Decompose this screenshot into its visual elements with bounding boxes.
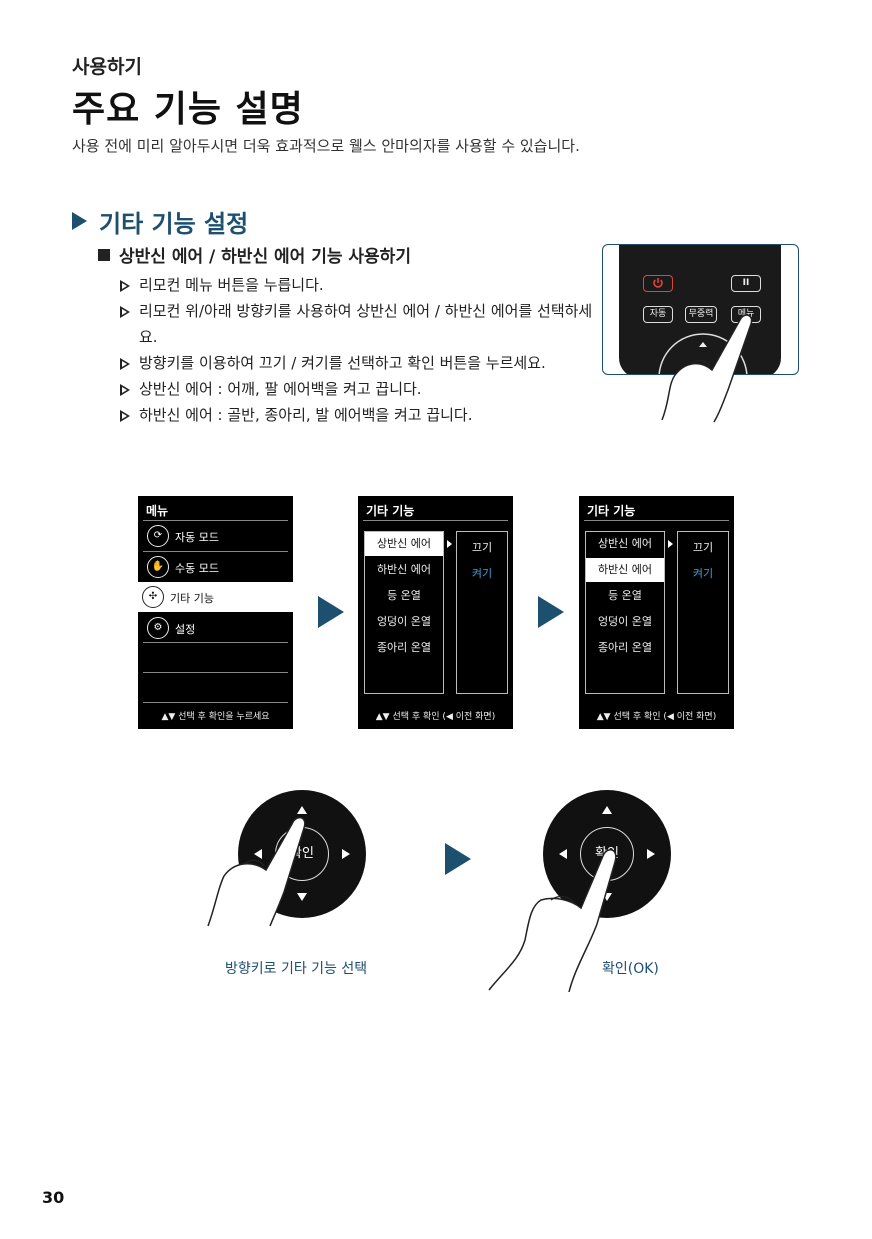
other-function-screen-lower: 기타 기능 상반신 에어 하반신 에어 등 온열 엉덩이 온열 종아리 온열 끄… (579, 496, 734, 729)
option-calf-heat[interactable]: 종아리 온열 (597, 641, 653, 654)
menu-item-settings[interactable]: ⚙ 설정 (143, 613, 288, 643)
zero-gravity-button: 무중력 (685, 306, 717, 323)
screen-title: 기타 기능 (366, 504, 415, 518)
menu-item-other[interactable]: ✣ 기타 기능 (138, 582, 293, 612)
power-icon (643, 275, 673, 292)
option-upper-air[interactable]: 상반신 에어 (597, 537, 653, 550)
menu-screen: 메뉴 ⟳ 자동 모드 ✋ 수동 모드 ✣ 기타 기능 ⚙ 설정 ▲▼ 선택 후 … (138, 496, 293, 729)
section-label: 사용하기 (72, 56, 142, 78)
hand-pressing-icon (488, 849, 617, 993)
item-heading: 상반신 에어 / 하반신 에어 기능 사용하기 (98, 242, 411, 267)
pointer-right-icon (447, 540, 452, 548)
step-item: 리모컨 메뉴 버튼을 누릅니다. (120, 272, 600, 298)
on-option[interactable]: 켜기 (692, 567, 714, 580)
option-lower-air[interactable]: 하반신 에어 (376, 563, 432, 576)
screen-footer: ▲▼ 선택 후 확인을 누르세요 (161, 712, 270, 722)
hand-pressing-icon (661, 314, 753, 423)
remote-body: II 자동 무중력 메뉴 (619, 245, 781, 374)
arrow-right-key-icon[interactable] (647, 849, 655, 859)
off-option[interactable]: 끄기 (471, 541, 493, 554)
option-list: 상반신 에어 하반신 에어 등 온열 엉덩이 온열 종아리 온열 (364, 531, 444, 694)
arrow-down-icon[interactable] (602, 893, 612, 901)
other-function-screen: 기타 기능 상반신 에어 하반신 에어 등 온열 엉덩이 온열 종아리 온열 끄… (358, 496, 513, 729)
option-list: 상반신 에어 하반신 에어 등 온열 엉덩이 온열 종아리 온열 (585, 531, 665, 694)
screen-title: 기타 기능 (587, 504, 636, 518)
toggle-list: 끄기 켜기 (677, 531, 729, 694)
option-hip-heat[interactable]: 엉덩이 온열 (376, 615, 432, 628)
step-item: 리모컨 위/아래 방향키를 사용하여 상반신 에어 / 하반신 에어를 선택하세… (120, 298, 600, 350)
gear-icon: ⚙ (147, 617, 169, 639)
menu-item-auto[interactable]: ⟳ 자동 모드 (143, 521, 288, 551)
menu-item-manual[interactable]: ✋ 수동 모드 (143, 552, 288, 582)
step-item: 하반신 에어 : 골반, 종아리, 발 에어백을 켜고 끕니다. (120, 402, 600, 428)
remote-illustration: II 자동 무중력 메뉴 (602, 244, 799, 375)
page-title: 주요 기능 설명 (72, 89, 304, 130)
screen-footer: ▲▼ 선택 후 확인 (◀ 이전 화면) (596, 712, 717, 722)
arrow-up-icon[interactable] (602, 806, 612, 814)
menu-item-label: 수동 모드 (175, 562, 219, 575)
square-bullet-icon (98, 249, 110, 261)
option-hip-heat[interactable]: 엉덩이 온열 (597, 615, 653, 628)
toggle-list: 끄기 켜기 (456, 531, 508, 694)
remote-dial-arc (658, 333, 748, 374)
option-lower-air[interactable]: 하반신 에어 (586, 558, 664, 582)
step-item: 상반신 에어 : 어깨, 팔 에어백을 켜고 끕니다. (120, 376, 600, 402)
on-option[interactable]: 켜기 (471, 567, 493, 580)
arrow-left-icon[interactable] (254, 849, 262, 859)
arrow-down-icon[interactable] (297, 893, 307, 901)
sub-heading-text: 기타 기능 설정 (99, 210, 249, 238)
off-option[interactable]: 끄기 (692, 541, 714, 554)
page-number: 30 (42, 1188, 65, 1207)
auto-button: 자동 (643, 306, 673, 323)
sub-heading: 기타 기능 설정 (72, 204, 248, 239)
item-heading-text: 상반신 에어 / 하반신 에어 기능 사용하기 (119, 247, 411, 267)
arrow-right-icon (445, 843, 471, 875)
pointer-right-icon (668, 540, 673, 548)
menu-item-label: 기타 기능 (170, 592, 214, 605)
menu-item-label: 설정 (175, 623, 196, 636)
menu-item-label: 자동 모드 (175, 531, 219, 544)
step-item: 방향키를 이용하여 끄기 / 켜기를 선택하고 확인 버튼을 누르세요. (120, 350, 600, 376)
option-upper-air[interactable]: 상반신 에어 (365, 532, 443, 556)
arrow-right-icon (538, 596, 564, 628)
caption-ok: 확인(OK) (602, 961, 659, 977)
arrow-left-icon[interactable] (559, 849, 567, 859)
step-list: 리모컨 메뉴 버튼을 누릅니다. 리모컨 위/아래 방향키를 사용하여 상반신 … (120, 272, 600, 428)
pause-button: II (731, 275, 761, 292)
hand-icon: ✋ (147, 556, 169, 578)
other-function-icon: ✣ (142, 586, 164, 608)
option-back-heat[interactable]: 등 온열 (608, 589, 642, 602)
option-calf-heat[interactable]: 종아리 온열 (376, 641, 432, 654)
screen-footer: ▲▼ 선택 후 확인 (◀ 이전 화면) (375, 712, 496, 722)
triangle-bullet-icon (72, 212, 87, 230)
hand-pressing-icon (207, 816, 306, 927)
arrow-right-key-icon[interactable] (342, 849, 350, 859)
intro-text: 사용 전에 미리 알아두시면 더욱 효과적으로 웰스 안마의자를 사용할 수 있… (72, 137, 580, 155)
screen-title: 메뉴 (146, 504, 169, 518)
option-back-heat[interactable]: 등 온열 (387, 589, 421, 602)
arrow-up-icon[interactable] (297, 806, 307, 814)
caption-select: 방향키로 기타 기능 선택 (225, 961, 368, 977)
auto-mode-icon: ⟳ (147, 525, 169, 547)
arrow-right-icon (318, 596, 344, 628)
